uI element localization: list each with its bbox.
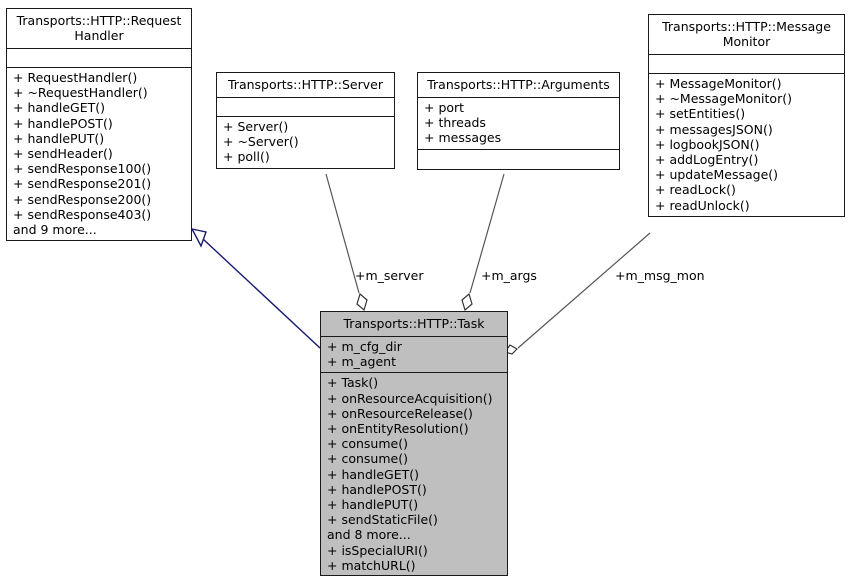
- class-member: + ~Server(): [223, 134, 299, 150]
- class-member: + matchURL(): [327, 557, 416, 573]
- class-member: + onResourceAcquisition(): [327, 390, 493, 406]
- class-member: + sendHeader(): [13, 146, 113, 162]
- class-member: + handlePOST(): [327, 481, 427, 497]
- class-box-requesthandler[interactable]: Transports::HTTP::Request Handler + Requ…: [6, 8, 192, 242]
- class-attributes-messagemonitor: [649, 55, 844, 74]
- class-member: + poll(): [223, 149, 270, 165]
- class-title-server: Transports::HTTP::Server: [217, 73, 394, 98]
- class-operations-arguments: [418, 150, 619, 169]
- class-member: + onResourceRelease(): [327, 405, 473, 421]
- class-member: + onEntityResolution(): [327, 421, 469, 437]
- class-title-line1: Transports::HTTP::Arguments: [427, 77, 610, 92]
- class-member: + m_cfg_dir: [327, 339, 402, 354]
- class-box-messagemonitor[interactable]: Transports::HTTP::Message Monitor + Mess…: [648, 14, 845, 217]
- edge-inheritance-task-requesthandler: [190, 228, 321, 349]
- class-attributes-server: [217, 98, 394, 117]
- class-member: + ~RequestHandler(): [13, 85, 148, 101]
- class-title-line1: Transports::HTTP::Server: [228, 77, 383, 92]
- class-attributes-task: + m_cfg_dir+ m_agent: [321, 337, 507, 374]
- class-operations-requesthandler: + RequestHandler()+ ~RequestHandler()+ h…: [7, 68, 191, 240]
- class-member: + MessageMonitor(): [655, 76, 782, 91]
- class-member: + handlePOST(): [13, 115, 113, 131]
- class-title-messagemonitor: Transports::HTTP::Message Monitor: [649, 15, 844, 55]
- class-title-line2: Monitor: [722, 34, 771, 49]
- class-attributes-arguments: + port+ threads+ messages: [418, 98, 619, 150]
- edge-label-m-server: +m_server: [355, 268, 424, 283]
- class-member: + updateMessage(): [655, 167, 779, 183]
- class-attributes-requesthandler: [7, 49, 191, 68]
- class-member: + consume(): [327, 451, 408, 467]
- class-member: + handlePUT(): [13, 130, 105, 146]
- class-member: + addLogEntry(): [655, 152, 759, 168]
- class-member: and 8 more...: [327, 527, 411, 543]
- class-member: + sendStaticFile(): [327, 512, 438, 528]
- edge-aggregation-arguments-task: [461, 173, 505, 312]
- class-member: + handlePUT(): [327, 497, 419, 513]
- class-title-line2: Handler: [74, 28, 124, 43]
- class-member: + readLock(): [655, 182, 736, 198]
- class-member: and 9 more...: [13, 222, 97, 238]
- class-member: + sendResponse201(): [13, 176, 152, 192]
- class-member: + isSpecialURI(): [327, 542, 428, 558]
- class-member: + readUnlock(): [655, 197, 750, 213]
- class-operations-task: + Task()+ onResourceAcquisition()+ onRes…: [321, 373, 507, 576]
- class-member: + setEntities(): [655, 106, 746, 122]
- class-box-server[interactable]: Transports::HTTP::Server + Server()+ ~Se…: [216, 72, 395, 169]
- class-member: + threads: [424, 115, 486, 131]
- class-member: + sendResponse200(): [13, 191, 152, 207]
- class-member: + consume(): [327, 436, 408, 452]
- class-box-arguments[interactable]: Transports::HTTP::Arguments + port+ thre…: [417, 72, 620, 170]
- class-member: + sendResponse100(): [13, 161, 152, 177]
- class-box-task[interactable]: Transports::HTTP::Task + m_cfg_dir+ m_ag…: [320, 311, 508, 576]
- class-operations-messagemonitor: + MessageMonitor()+ ~MessageMonitor()+ s…: [649, 74, 844, 216]
- class-title-arguments: Transports::HTTP::Arguments: [418, 73, 619, 98]
- class-operations-server: + Server()+ ~Server()+ poll(): [217, 117, 394, 168]
- class-title-requesthandler: Transports::HTTP::Request Handler: [7, 9, 191, 49]
- class-title-line1: Transports::HTTP::Task: [343, 316, 485, 331]
- edge-label-m-args: +m_args: [481, 268, 537, 283]
- class-member: + logbookJSON(): [655, 136, 760, 152]
- class-title-line1: Transports::HTTP::Message: [662, 19, 831, 34]
- edge-aggregation-messagemonitor-task: [504, 232, 651, 355]
- class-member: + Task(): [327, 375, 379, 391]
- class-member: + messages: [424, 130, 502, 146]
- class-member: + m_agent: [327, 354, 396, 370]
- class-member: + RequestHandler(): [13, 70, 138, 85]
- class-title-task: Transports::HTTP::Task: [321, 312, 507, 337]
- class-member: + messagesJSON(): [655, 121, 773, 137]
- edge-aggregation-server-task: [325, 173, 368, 312]
- class-member: + Server(): [223, 119, 289, 134]
- class-member: + handleGET(): [13, 100, 106, 116]
- class-member: + ~MessageMonitor(): [655, 91, 792, 107]
- class-title-line1: Transports::HTTP::Request: [16, 13, 182, 28]
- class-member: + handleGET(): [327, 466, 420, 482]
- class-member: + sendResponse403(): [13, 206, 152, 222]
- class-member: + port: [424, 100, 465, 115]
- edge-label-m-msg-mon: +m_msg_mon: [615, 268, 705, 283]
